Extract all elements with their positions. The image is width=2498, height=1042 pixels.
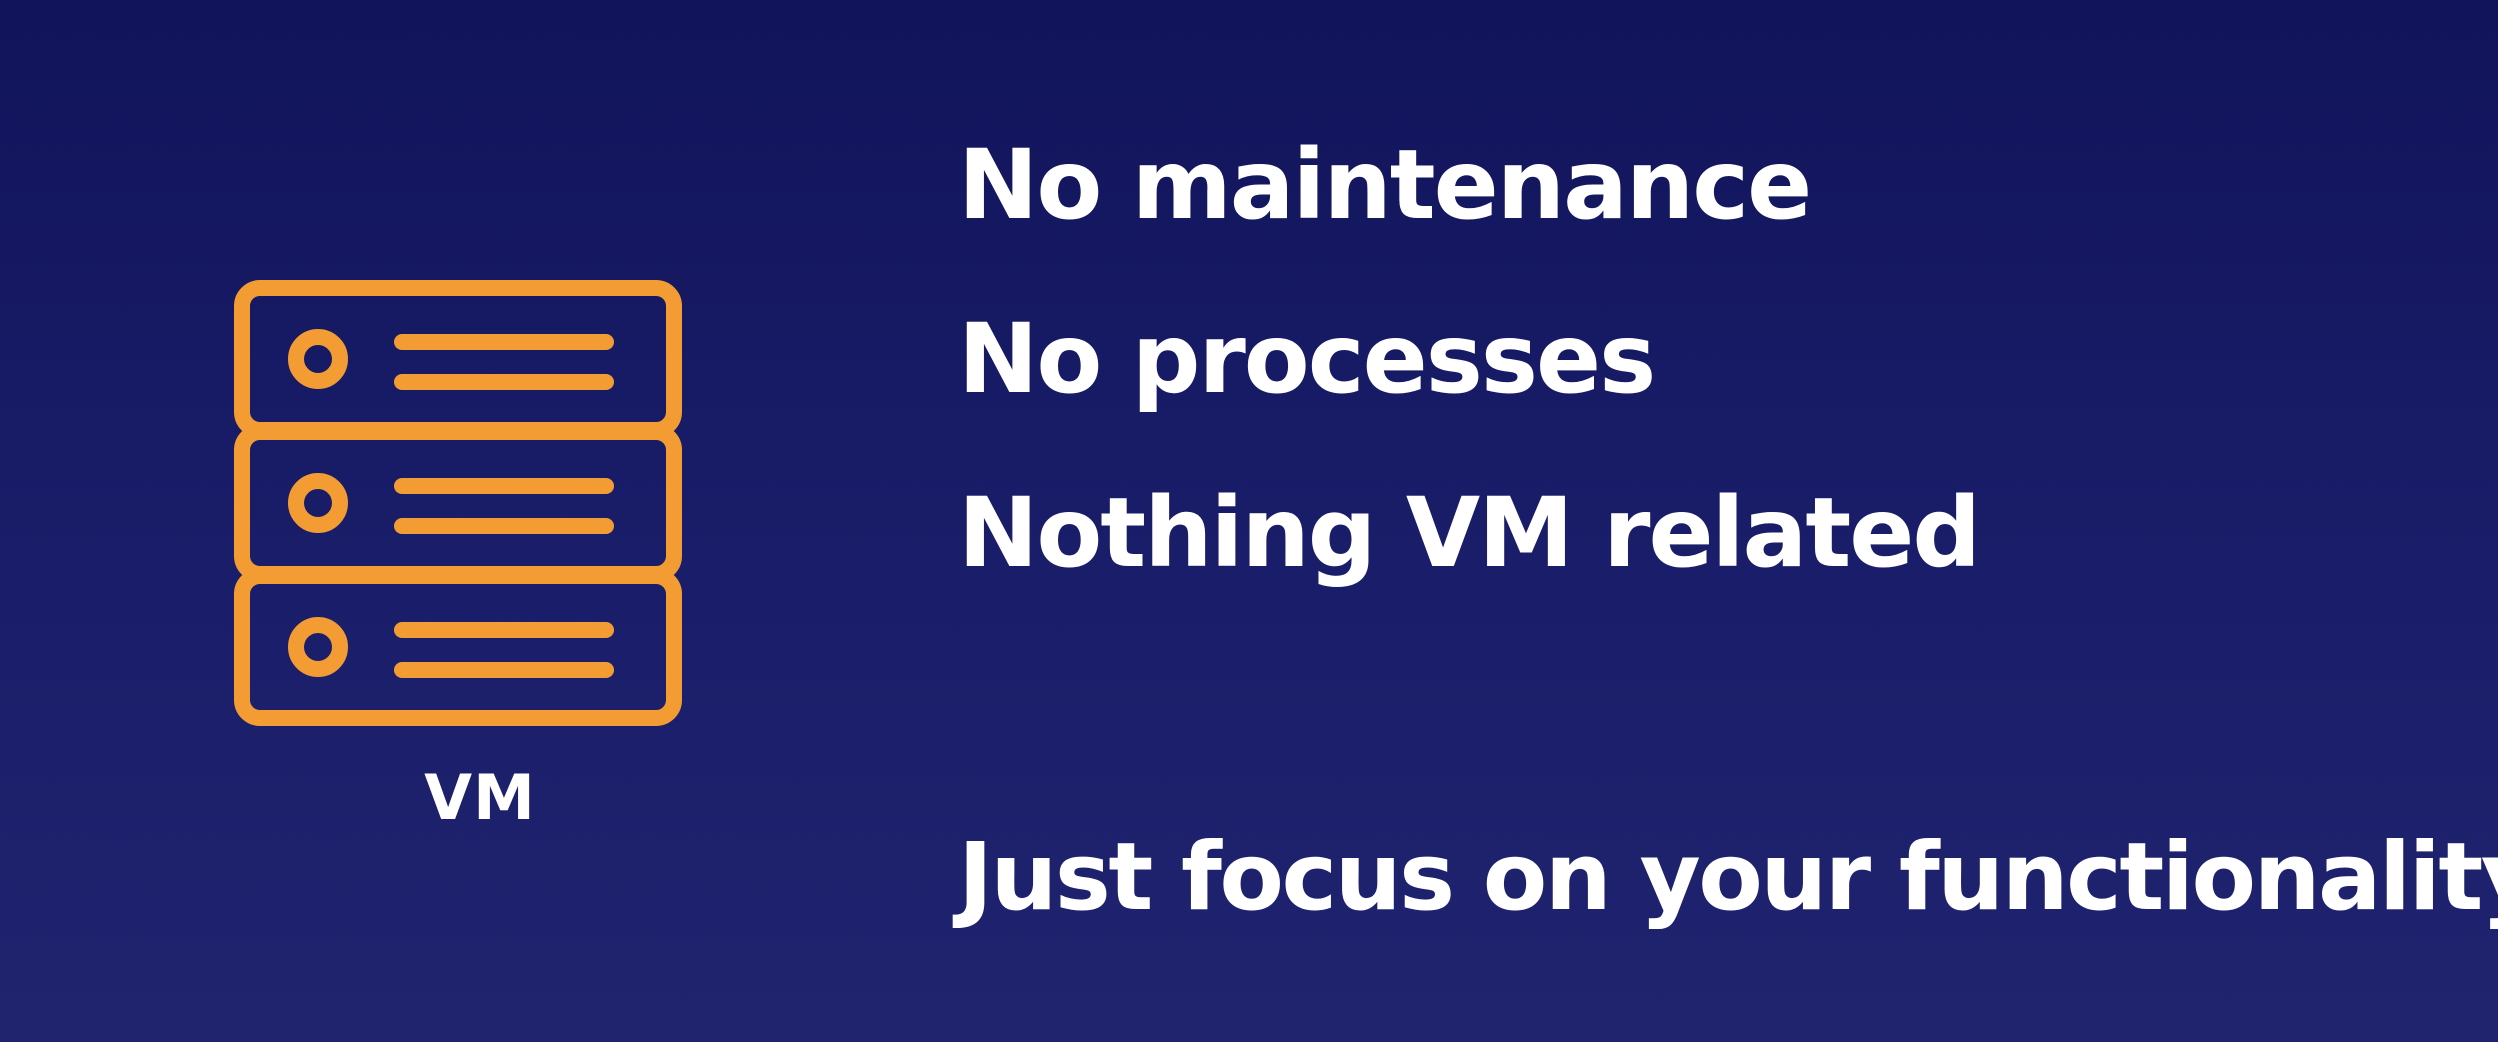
- tagline: Just focus on your functionality!: [958, 823, 2498, 932]
- feature-item-no-processes: No processes: [958, 303, 1656, 415]
- server-unit-3-led: [288, 617, 348, 677]
- feature-item-nothing-vm-related: Nothing VM related: [958, 477, 1981, 589]
- feature-list: No maintenance No processes Nothing VM r…: [958, 129, 1981, 652]
- vm-label: VM: [424, 761, 536, 834]
- server-unit-2: [234, 424, 682, 582]
- server-unit-3: [234, 568, 682, 726]
- server-unit-1-led: [288, 329, 348, 389]
- server-unit-2-led: [288, 473, 348, 533]
- feature-item-no-maintenance: No maintenance: [958, 129, 1812, 241]
- server-unit-1: [234, 280, 682, 438]
- server-rack-icon: [234, 280, 682, 726]
